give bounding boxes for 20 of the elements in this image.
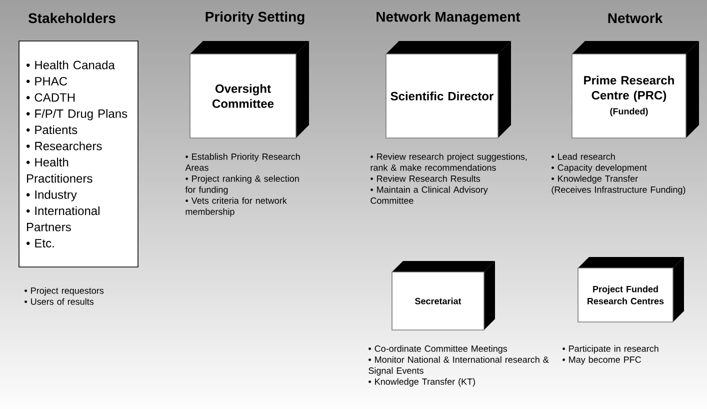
node-label: • Knowledge Transfer — [552, 175, 638, 184]
cube-box: Oversight Committee — [190, 41, 309, 138]
cube-box: Prime Research Centre (PRC) (Funded) — [572, 41, 699, 138]
column-heading: Priority Setting — [206, 11, 304, 25]
cube-box: Project Funded Research Centres — [578, 257, 684, 322]
bullet-list: • Lead research • Capacity development • Knowledge Transfer (Receives Infrastructure Funding) — [552, 153, 686, 195]
bullet-list: • Project requestors • Users of results — [24, 287, 104, 305]
bullet-list: • Establish Priority Research Areas • Project ranking & selection for funding • Vets criteria for network membership — [185, 153, 300, 217]
column-heading: Network Management — [376, 11, 520, 25]
cube-box: Secretariat — [392, 261, 495, 330]
column-heading: Network — [608, 12, 663, 24]
bullet-list: • Review research project suggestions, rank & make recommendations • Review Research Results • Maintain a Clinical Advisory Committee — [370, 153, 527, 204]
cube-box: Scientific Director — [386, 41, 511, 138]
stakeholder-list-box: • Health Canada • PHAC • CADTH • F/P/T Drug Plans • Patients • Researchers • Health Practitioners • Industry • International Partners • Etc. — [18, 40, 138, 268]
column-heading: Stakeholders — [28, 12, 116, 24]
node-label: • Lead research — [552, 153, 615, 160]
node-label: (Receives Infrastructure Funding) — [552, 186, 686, 195]
bullet-list: • Co-ordinate Committee Meetings • Monitor National & International research & Signal Events • Knowledge Transfer (KT) — [368, 345, 549, 387]
bullet-list: • Participate in research • May become PFC — [562, 345, 658, 365]
node-label: • Capacity development — [552, 164, 647, 173]
